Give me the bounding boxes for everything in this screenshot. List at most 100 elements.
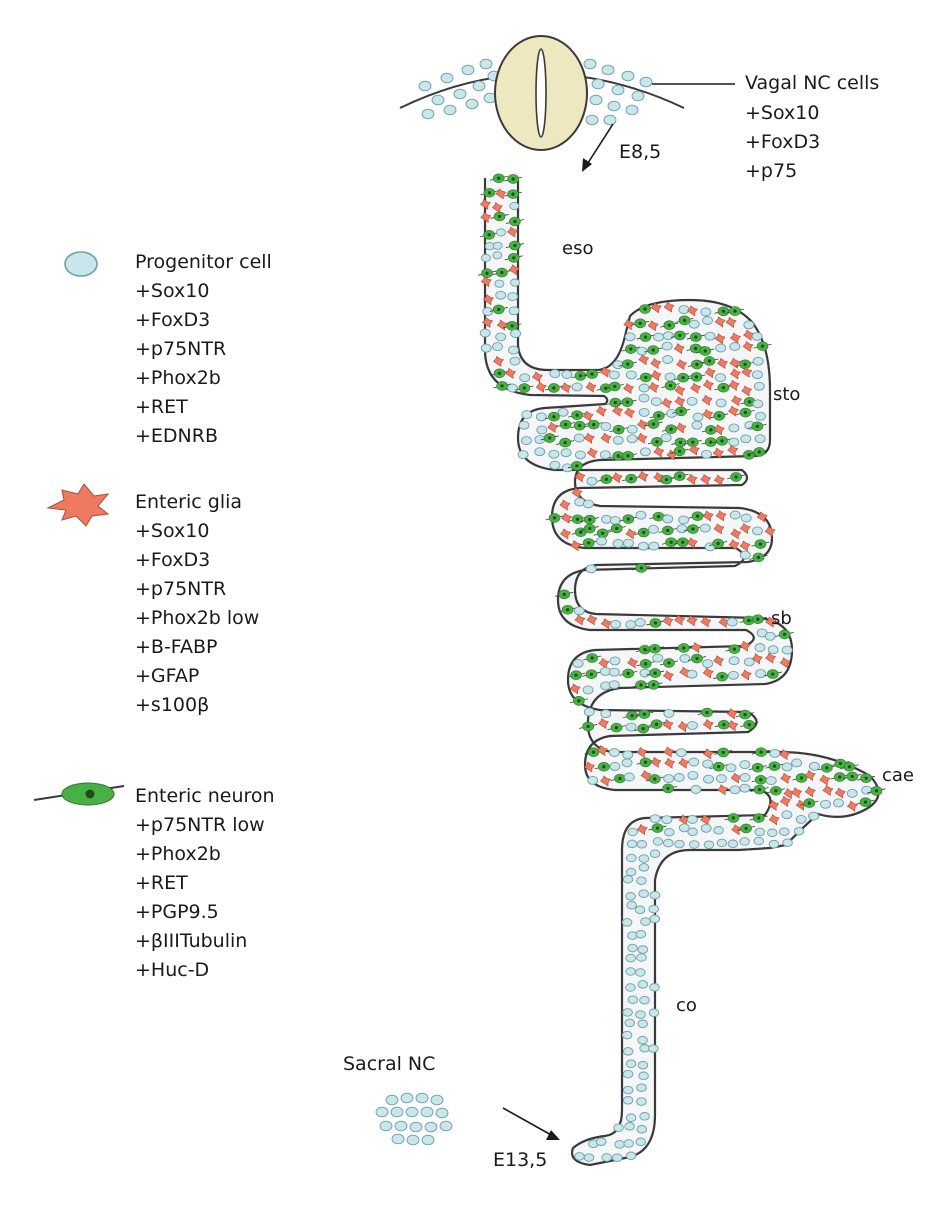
progenitor-cell	[649, 849, 661, 858]
enteric-glia-cell	[726, 708, 738, 720]
progenitor-cell	[754, 434, 766, 444]
enteric-neuron-cell	[646, 668, 665, 678]
enteric-neuron-cell	[636, 332, 655, 342]
enteric-glia-cell	[702, 748, 714, 760]
progenitor-cell	[653, 332, 665, 342]
legend-progenitor-marker: +FoxD3	[135, 309, 210, 331]
enteric-neuron-cell	[749, 813, 768, 823]
progenitor-cell	[700, 823, 712, 833]
enteric-glia-cell	[583, 761, 595, 773]
enteric-glia-cell	[686, 615, 698, 627]
enteric-neuron-cell	[505, 216, 525, 227]
progenitor-cell	[727, 839, 739, 849]
enteric-neuron-cell	[609, 451, 628, 461]
enteric-neuron-cell	[765, 761, 784, 771]
enteric-glia-cell	[663, 301, 675, 313]
enteric-glia-cell	[662, 615, 674, 627]
legend-icons	[33, 251, 125, 806]
enteric-glia-cell	[582, 410, 594, 422]
enteric-glia-cell	[676, 359, 688, 371]
progenitor-cell	[662, 331, 674, 341]
enteric-glia-cell	[636, 432, 648, 444]
progenitor-cell	[765, 776, 777, 786]
enteric-neuron-cell	[817, 763, 836, 773]
enteric-glia-cell	[531, 371, 543, 383]
enteric-glia-cell	[727, 405, 739, 417]
progenitor-cell	[571, 382, 583, 392]
progenitor-cell	[702, 316, 713, 325]
enteric-neuron-cell	[607, 523, 626, 534]
enteric-neuron-cell	[763, 669, 782, 679]
enteric-neuron-cell	[567, 461, 586, 471]
progenitor-cell	[510, 278, 520, 287]
enteric-neuron-cell	[686, 332, 705, 342]
progenitor-cell	[661, 815, 673, 825]
progenitor-cell	[601, 514, 612, 524]
progenitor-cell	[663, 774, 675, 784]
progenitor-cell	[687, 770, 699, 780]
enteric-glia-cell	[637, 419, 649, 431]
progenitor-cell	[637, 1019, 648, 1029]
progenitor-cell	[626, 900, 637, 910]
enteric-glia-cell	[600, 432, 612, 444]
enteric-glia-cell	[725, 316, 737, 328]
enteric-neuron-cell	[515, 383, 534, 393]
enteric-neuron-cell	[748, 421, 767, 432]
enteric-neuron-cell	[660, 320, 679, 330]
enteric-glia-cell	[574, 471, 586, 483]
progenitor-cell	[627, 995, 639, 1004]
enteric-glia-cell	[583, 432, 595, 444]
gut-label-cae: cae	[882, 765, 914, 786]
enteric-glia-cell	[717, 357, 729, 369]
enteric-glia-cell	[650, 302, 662, 314]
progenitor-cell	[728, 423, 740, 433]
enteric-glia-cell	[547, 421, 559, 433]
progenitor-cell	[609, 656, 621, 666]
enteric-glia-cell	[650, 370, 662, 382]
enteric-glia-cell	[765, 616, 777, 628]
progenitor-cell	[439, 1120, 453, 1132]
progenitor-cell	[678, 305, 690, 315]
enteric-neuron-cell	[636, 372, 655, 383]
progenitor-cell	[781, 762, 793, 772]
progenitor-cell	[585, 564, 597, 574]
enteric-glia-cell	[612, 405, 624, 417]
enteric-glia-cell	[674, 384, 686, 397]
legend-glia-marker: +p75NTR	[135, 578, 226, 600]
progenitor-cell	[635, 1010, 646, 1019]
enteric-glia-cell	[804, 786, 816, 798]
vagal-marker-2: +FoxD3	[745, 131, 820, 153]
progenitor-cell	[660, 433, 672, 443]
enteric-neuron-cell	[619, 514, 638, 524]
enteric-neuron-cell	[634, 723, 653, 734]
progenitor-cell	[612, 1153, 623, 1162]
legend-progenitor: Progenitor cell +Sox10 +FoxD3 +p75NTR +P…	[135, 251, 272, 447]
progenitor-cell	[622, 538, 634, 548]
progenitor-cell	[625, 722, 637, 732]
progenitor-cell	[664, 372, 676, 382]
progenitor-cell	[622, 750, 634, 760]
legend-enteric-neuron: Enteric neuron +p75NTR low +Phox2b +RET …	[135, 785, 275, 981]
enteric-neuron-cell	[503, 189, 523, 199]
progenitor-cell	[409, 1121, 423, 1133]
progenitor-cell	[415, 1092, 429, 1104]
enteric-neuron-cell	[856, 797, 875, 807]
enteric-glia-cell	[495, 188, 507, 200]
progenitor-cell	[492, 342, 503, 352]
enteric-glia-cell	[730, 395, 742, 407]
progenitor-cell	[635, 929, 647, 939]
progenitor-cell	[729, 785, 741, 795]
progenitor-cell	[754, 827, 766, 837]
enteric-glia-cell	[561, 512, 573, 524]
progenitor-cell	[461, 64, 475, 76]
progenitor-cell	[631, 90, 645, 102]
legend-neuron-title: Enteric neuron	[135, 785, 275, 807]
progenitor-cell	[726, 617, 738, 627]
enteric-glia-cell	[779, 795, 791, 807]
enteric-neuron-cell	[621, 344, 640, 354]
enteric-neuron-cell	[555, 589, 574, 600]
progenitor-cell	[591, 78, 605, 90]
legend-glia-marker: +Phox2b low	[135, 607, 259, 629]
enteric-neuron-cell	[570, 420, 589, 431]
